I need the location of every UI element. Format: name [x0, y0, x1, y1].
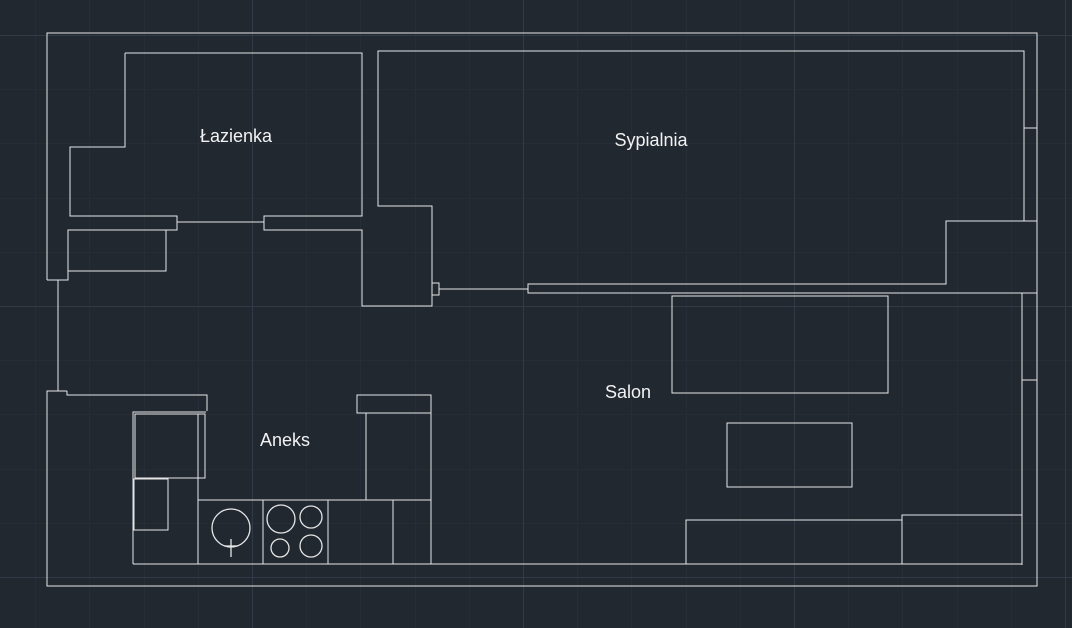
bathroom-outline [125, 52, 433, 307]
room-label-bathroom: Łazienka [200, 126, 273, 146]
dishwasher[interactable] [133, 478, 169, 531]
left-wall-stub-upper [47, 272, 69, 281]
bathroom-walls [67, 52, 433, 307]
burner-top-right-icon[interactable] [299, 505, 323, 529]
burner-bottom-right-icon[interactable] [299, 534, 323, 558]
side-cabinet[interactable] [901, 514, 1023, 565]
burner-large-icon[interactable] [266, 504, 296, 534]
kitchen-counter-outline [132, 411, 206, 564]
bedroom-walls [377, 50, 1037, 296]
coffee-table[interactable] [726, 422, 853, 488]
bathroom-cabinet [67, 229, 167, 272]
outer-wall-top [46, 32, 1038, 587]
room-label-living-room: Salon [605, 382, 651, 402]
kitchen-top-wall [66, 391, 208, 411]
living-room [671, 293, 1037, 565]
kitchenette [66, 391, 1022, 565]
room-labels: Łazienka Sypialnia Salon Aneks [200, 126, 689, 450]
sofa[interactable] [671, 295, 889, 394]
burner-bottom-left-icon[interactable] [270, 538, 290, 558]
kitchen-counter-wall-right [356, 394, 432, 414]
room-label-bedroom: Sypialnia [614, 130, 688, 150]
bedroom-right-wall [527, 128, 1037, 294]
bathroom-left-outline [67, 53, 178, 272]
bedroom-door-jamb [432, 282, 440, 296]
outer-walls [46, 32, 1038, 587]
tall-cabinet[interactable] [365, 412, 432, 501]
bedroom-outline [377, 50, 1037, 291]
fridge[interactable] [134, 413, 206, 479]
counter-back-line [133, 499, 432, 565]
room-label-kitchenette: Aneks [260, 430, 310, 450]
